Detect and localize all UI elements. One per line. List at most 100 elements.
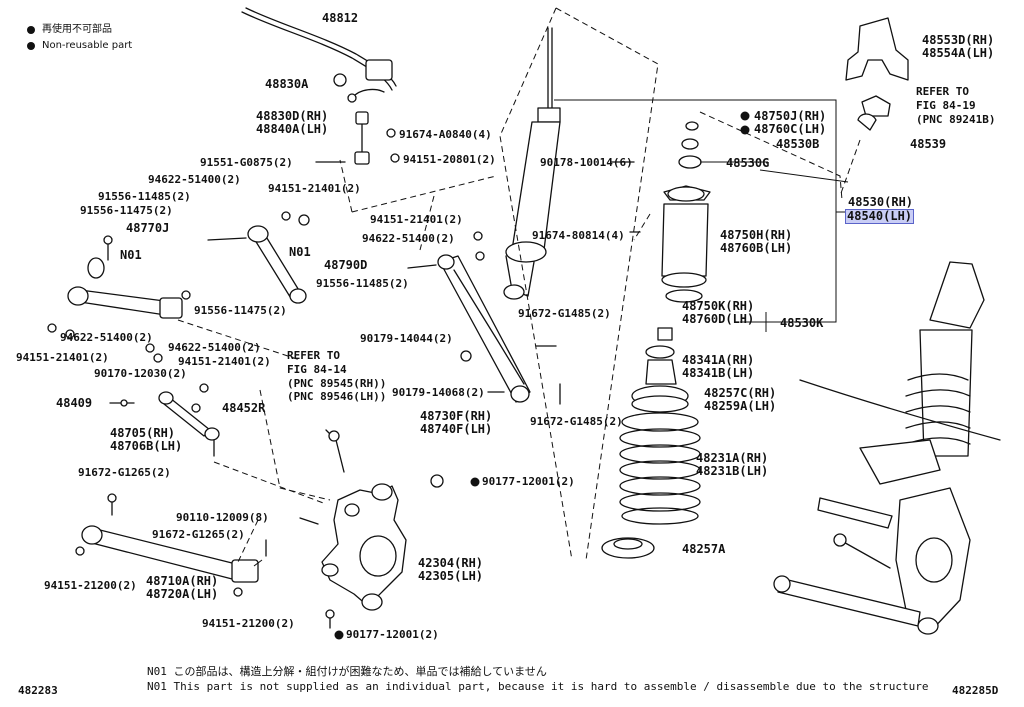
part-label[interactable]: 94151-21401(2) bbox=[370, 213, 463, 226]
part-label[interactable]: 90177-12001(2) bbox=[482, 475, 575, 488]
part-label[interactable]: 48770J bbox=[126, 221, 170, 235]
part-label[interactable]: 42304(RH) bbox=[418, 556, 484, 570]
part-label[interactable]: 91556-11475(2) bbox=[80, 204, 173, 217]
part-label[interactable]: 48553D(RH) bbox=[922, 33, 995, 47]
part-label[interactable]: 48750J(RH) bbox=[754, 109, 827, 123]
legend-jp: 再使用不可部品 bbox=[42, 24, 112, 35]
footnote-en: N01 This part is not supplied as an indi… bbox=[147, 680, 929, 693]
diagram-code-right: 482285D bbox=[952, 684, 999, 697]
part-label[interactable]: 91556-11475(2) bbox=[194, 304, 287, 317]
part-label[interactable]: 94622-51400(2) bbox=[168, 341, 261, 354]
part-label[interactable]: 48341A(RH) bbox=[682, 353, 755, 367]
part-label[interactable]: 48740F(LH) bbox=[420, 422, 493, 436]
spring-bumper-48553D bbox=[845, 17, 909, 131]
part-label[interactable]: 48341B(LH) bbox=[682, 366, 755, 380]
part-label[interactable]: 90170-12030(2) bbox=[94, 367, 187, 380]
part-label[interactable]: 48452R bbox=[222, 401, 266, 415]
part-label[interactable]: 48750H(RH) bbox=[720, 228, 793, 242]
figure-reference[interactable]: (PNC 89546(LH)) bbox=[287, 390, 387, 403]
part-label[interactable]: 48231B(LH) bbox=[696, 464, 769, 478]
footnotes: N01 この部品は、構造上分解・組付けが困難なため、単品では補給していません N… bbox=[147, 664, 928, 694]
figure-reference[interactable]: FIG 84-19 bbox=[916, 99, 976, 112]
part-label[interactable]: 91672-G1265(2) bbox=[152, 528, 245, 541]
part-label[interactable]: 42305(LH) bbox=[418, 569, 484, 583]
part-label[interactable]: 91674-80814(4) bbox=[532, 229, 625, 242]
part-label[interactable]: 48539 bbox=[910, 137, 947, 151]
part-label[interactable]: 94622-51400(2) bbox=[60, 331, 153, 344]
part-label[interactable]: 94151-21200(2) bbox=[44, 579, 137, 592]
part-label[interactable]: 94622-51400(2) bbox=[362, 232, 455, 245]
non-reusable-markers bbox=[334, 111, 750, 640]
lateral-link-48770J bbox=[47, 235, 191, 363]
part-label[interactable]: 48257C(RH) bbox=[704, 386, 777, 400]
part-label[interactable]: 48750K(RH) bbox=[682, 299, 755, 313]
part-label[interactable]: 48840A(LH) bbox=[256, 122, 329, 136]
part-label[interactable]: 91556-11485(2) bbox=[98, 190, 191, 203]
toe-control-link bbox=[109, 383, 220, 457]
part-label[interactable]: N01 bbox=[120, 248, 142, 262]
part-label[interactable]: 48530B bbox=[776, 137, 820, 151]
part-label[interactable]: 90177-12001(2) bbox=[346, 628, 439, 641]
part-label[interactable]: 48530G bbox=[726, 156, 770, 170]
part-label[interactable]: 48760B(LH) bbox=[720, 241, 793, 255]
part-label[interactable]: 48554A(LH) bbox=[922, 46, 995, 60]
part-label[interactable]: 90179-14044(2) bbox=[360, 332, 453, 345]
figure-reference[interactable]: (PNC 89241B) bbox=[916, 113, 996, 126]
part-label[interactable]: 48231A(RH) bbox=[696, 451, 769, 465]
shock-mount-parts bbox=[631, 121, 711, 413]
part-label[interactable]: 48530K bbox=[780, 316, 824, 330]
part-label[interactable]: 91551-G0875(2) bbox=[200, 156, 293, 169]
assembled-suspension-view bbox=[773, 261, 1001, 635]
part-label[interactable]: 48830D(RH) bbox=[256, 109, 329, 123]
stabilizer-bar bbox=[241, 7, 397, 103]
part-label[interactable]: 94151-21401(2) bbox=[268, 182, 361, 195]
highlighted-part-label[interactable]: 48540(LH) bbox=[844, 209, 915, 224]
lower-control-arm bbox=[75, 493, 267, 597]
part-label[interactable]: 48257A bbox=[682, 542, 726, 556]
part-label[interactable]: 94151-21401(2) bbox=[178, 355, 271, 368]
trailing-arm bbox=[407, 231, 561, 405]
part-label[interactable]: 94622-51400(2) bbox=[148, 173, 241, 186]
figure-reference[interactable]: REFER TO bbox=[287, 349, 340, 362]
part-label[interactable]: 48259A(LH) bbox=[704, 399, 777, 413]
part-label[interactable]: 48830A bbox=[265, 77, 309, 91]
part-label[interactable]: 90110-12009(8) bbox=[176, 511, 269, 524]
part-label[interactable]: 48409 bbox=[56, 396, 93, 410]
part-label[interactable]: 48760C(LH) bbox=[754, 122, 827, 136]
legend-dot-icon bbox=[27, 26, 35, 34]
part-label[interactable]: 94151-20801(2) bbox=[403, 153, 496, 166]
part-label[interactable]: 90178-10014(6) bbox=[540, 156, 633, 169]
part-label[interactable]: 48530(RH) bbox=[848, 195, 914, 209]
legend-dot-icon bbox=[27, 42, 35, 50]
stabilizer-link bbox=[315, 111, 400, 165]
rear-axle-carrier bbox=[299, 429, 444, 629]
callout-lines bbox=[253, 99, 849, 567]
part-label[interactable]: 48812 bbox=[322, 11, 359, 25]
part-label[interactable]: 91672-G1265(2) bbox=[78, 466, 171, 479]
part-label[interactable]: 91672-G1485(2) bbox=[518, 307, 611, 320]
part-label[interactable]: 91674-A0840(4) bbox=[399, 128, 492, 141]
upper-control-arm bbox=[207, 211, 310, 304]
footnote-jp: N01 この部品は、構造上分解・組付けが困難なため、単品では補給していません bbox=[147, 665, 547, 678]
part-label[interactable]: 48705(RH) bbox=[110, 426, 176, 440]
part-label[interactable]: 90179-14068(2) bbox=[392, 386, 485, 399]
part-label[interactable]: 91556-11485(2) bbox=[316, 277, 409, 290]
part-label[interactable]: 91672-G1485(2) bbox=[530, 415, 623, 428]
part-label[interactable]: 94151-21200(2) bbox=[202, 617, 295, 630]
shock-absorber bbox=[503, 27, 641, 300]
part-label[interactable]: 48790D bbox=[324, 258, 368, 272]
part-label[interactable]: 48720A(LH) bbox=[146, 587, 219, 601]
figure-reference[interactable]: FIG 84-14 bbox=[287, 363, 347, 376]
figure-reference[interactable]: (PNC 89545(RH)) bbox=[287, 377, 387, 390]
lower-spring-insulator bbox=[601, 537, 655, 559]
diagram-code-left: 482283 bbox=[18, 684, 58, 697]
part-label[interactable]: 48760D(LH) bbox=[682, 312, 755, 326]
part-label[interactable]: 94151-21401(2) bbox=[16, 351, 109, 364]
part-label[interactable]: 48710A(RH) bbox=[146, 574, 219, 588]
coil-spring bbox=[619, 412, 701, 525]
part-label[interactable]: N01 bbox=[289, 245, 311, 259]
part-label[interactable]: 48706B(LH) bbox=[110, 439, 183, 453]
figure-reference[interactable]: REFER TO bbox=[916, 85, 969, 98]
part-label[interactable]: 48730F(RH) bbox=[420, 409, 493, 423]
